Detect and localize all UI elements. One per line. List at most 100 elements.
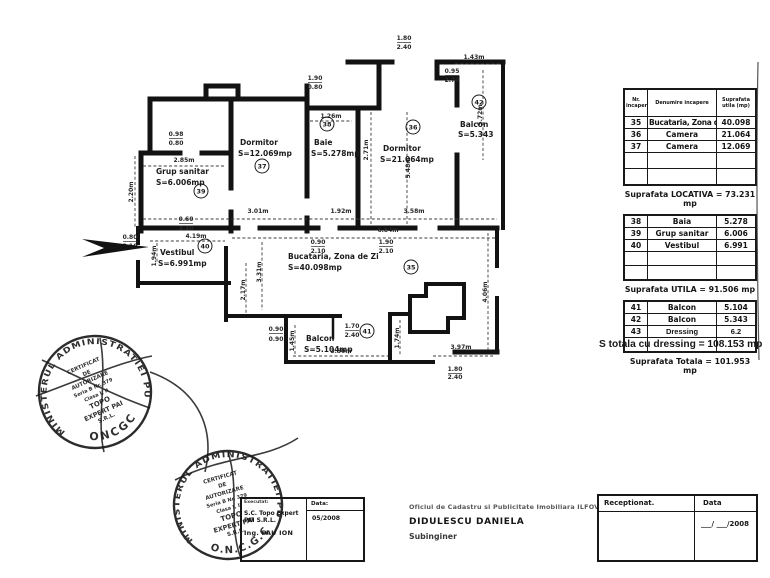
row-nr: 36: [623, 128, 648, 141]
room-labels: Grup sanitar S=6.006mp 39 Dormitor S=12.…: [156, 94, 493, 354]
svg-text:S=5.104mp: S=5.104mp: [304, 345, 353, 354]
row-area: 5.343: [716, 313, 757, 326]
dim: 1.80: [397, 35, 412, 42]
row-name: Bucataria, Zona de zi: [647, 116, 717, 129]
dim: 1.90: [379, 239, 394, 246]
table-row: 37 Camera 12.069: [623, 140, 757, 153]
empty-row: [623, 265, 757, 281]
receptionat-empty-cell: [599, 512, 694, 560]
receptie-date: ___/ ___/2008: [694, 512, 756, 560]
header-nr: Nr. incapere: [623, 88, 648, 117]
dim: 0.98: [169, 131, 184, 138]
dim: 5.48m: [405, 157, 412, 178]
svg-text:Balcon: Balcon: [460, 120, 488, 129]
dim: 2.70: [445, 77, 460, 84]
table-row: 42 Balcon 5.343: [623, 313, 757, 326]
executat-cell: Executat: S.C. Topo Expert PAI S.R.L. In…: [242, 499, 307, 560]
dimension-lines: [134, 63, 500, 357]
receptionat-label: Receptionat.: [599, 496, 694, 512]
svg-text:40: 40: [200, 243, 210, 251]
row-area: 6.991: [716, 239, 757, 252]
row-name: Baia: [647, 214, 717, 228]
entrance-arrow: [82, 239, 149, 257]
svg-text:S=21.064mp: S=21.064mp: [380, 155, 434, 164]
row-nr: 35: [623, 116, 648, 129]
svg-text:MINISTERUL ADMINISTRATIEI PUBL: MINISTERUL ADMINISTRATIEI PUBLICE: [21, 319, 158, 442]
page-edge-line: [756, 61, 760, 361]
executat-label: Executat:: [244, 500, 269, 505]
area-table-column: Nr. incapere Denumire incapere Suprafata…: [623, 88, 757, 381]
table-row: 36 Camera 21.064: [623, 128, 757, 141]
room-label-vestibul: Vestibul S=6.991mp 40: [158, 238, 213, 268]
area-table-utila: 38 Baia 5.278 39 Grup sanitar 6.006 40 V…: [623, 214, 757, 281]
svg-text:35: 35: [406, 264, 416, 272]
room-number-circle: [471, 94, 487, 110]
executat-box: Executat: S.C. Topo Expert PAI S.R.L. In…: [240, 497, 365, 562]
svg-text:AUTORIZARE: AUTORIZARE: [71, 370, 110, 392]
row-nr: 39: [623, 227, 648, 240]
row-area: 40.098: [716, 116, 757, 129]
room-label-grup-sanitar: Grup sanitar S=6.006mp 39: [156, 167, 209, 199]
svg-text:Clasa I, II: Clasa I, II: [216, 502, 243, 515]
data-value: 05/2008: [312, 515, 341, 522]
office-signature-block: Oficiul de Cadastru si Publicitate Imobi…: [409, 503, 599, 541]
row-area: 12.069: [716, 140, 757, 153]
table-row: 40 Vestibul 6.991: [623, 239, 757, 252]
stamp-ring-text: MINISTERUL ADMINISTRATIEI PUBLICE: [21, 319, 158, 442]
header-denumire: Denumire incapere: [647, 88, 717, 117]
empty-row: [623, 152, 757, 169]
data-cell: Data: 05/2008: [307, 499, 363, 560]
table-row: 39 Grup sanitar 6.006: [623, 227, 757, 240]
svg-text:Baie: Baie: [314, 138, 332, 147]
stamp-ring: [37, 334, 153, 450]
room-number-circle: [403, 259, 419, 275]
svg-text:S=40.098mp: S=40.098mp: [288, 263, 342, 272]
dim: 2.40: [397, 44, 412, 51]
table-header-row: Nr. incapere Denumire incapere Suprafata…: [623, 88, 757, 117]
dim: 2.17m: [240, 279, 247, 300]
row-name: Balcon: [647, 313, 717, 326]
svg-text:Balcon: Balcon: [306, 334, 334, 343]
room-number-circle: [405, 119, 421, 135]
row-nr: 43: [623, 325, 648, 338]
header-suprafata: Suprafata utila (mp): [716, 88, 757, 117]
dim: 0.80: [123, 234, 138, 241]
table-row: 38 Baia 5.278: [623, 214, 757, 228]
company-name: S.C. Topo Expert PAI S.R.L.: [244, 511, 299, 524]
total-with-dressing-note: S totala cu dressing = 108.153 mp: [599, 339, 763, 350]
engineer-name: Ing. PAU ION: [244, 528, 294, 537]
row-name: Camera: [647, 128, 717, 141]
svg-text:S.R.L.: S.R.L.: [97, 412, 116, 425]
dim: 2.10: [123, 243, 138, 250]
dim: 2.40: [345, 332, 360, 339]
dim: 0.90: [269, 326, 284, 333]
row-name: Vestibul: [647, 239, 717, 252]
room-number-circle: [254, 158, 270, 174]
dim: 0.90: [269, 336, 284, 343]
row-name: Grup sanitar: [647, 227, 717, 240]
svg-text:DE: DE: [82, 369, 92, 378]
svg-text:CERTIFICAT: CERTIFICAT: [203, 470, 239, 485]
dim: 1.70: [345, 323, 360, 330]
dim: 3.31m: [256, 261, 263, 282]
svg-text:42: 42: [474, 99, 483, 107]
dim: 1.26m: [320, 113, 341, 120]
svg-text:38: 38: [322, 121, 332, 129]
inspector-title: Subinginer: [409, 532, 457, 541]
total-utila: Suprafata UTILA = 91.506 mp: [624, 285, 756, 294]
row-nr: 42: [623, 313, 648, 326]
dim: 4.06m: [482, 281, 489, 302]
dim: 1.80: [448, 366, 463, 373]
room-label-balcon-41: Balcon S=5.104mp 41: [304, 323, 375, 354]
svg-text:39: 39: [196, 188, 206, 196]
room-label-baie: Baie S=5.278mp 38: [311, 116, 360, 158]
row-name: Balcon: [647, 300, 717, 314]
room-number-circle: [197, 238, 213, 254]
svg-text:Dormitor: Dormitor: [383, 144, 421, 153]
dim: 6.84m: [377, 227, 398, 234]
row-area: 5.278: [716, 214, 757, 228]
svg-text:Seria B Nr. 379: Seria B Nr. 379: [73, 377, 114, 400]
svg-text:37: 37: [257, 163, 266, 171]
svg-text:S=6.006mp: S=6.006mp: [156, 178, 205, 187]
row-area: 5.104: [716, 300, 757, 314]
